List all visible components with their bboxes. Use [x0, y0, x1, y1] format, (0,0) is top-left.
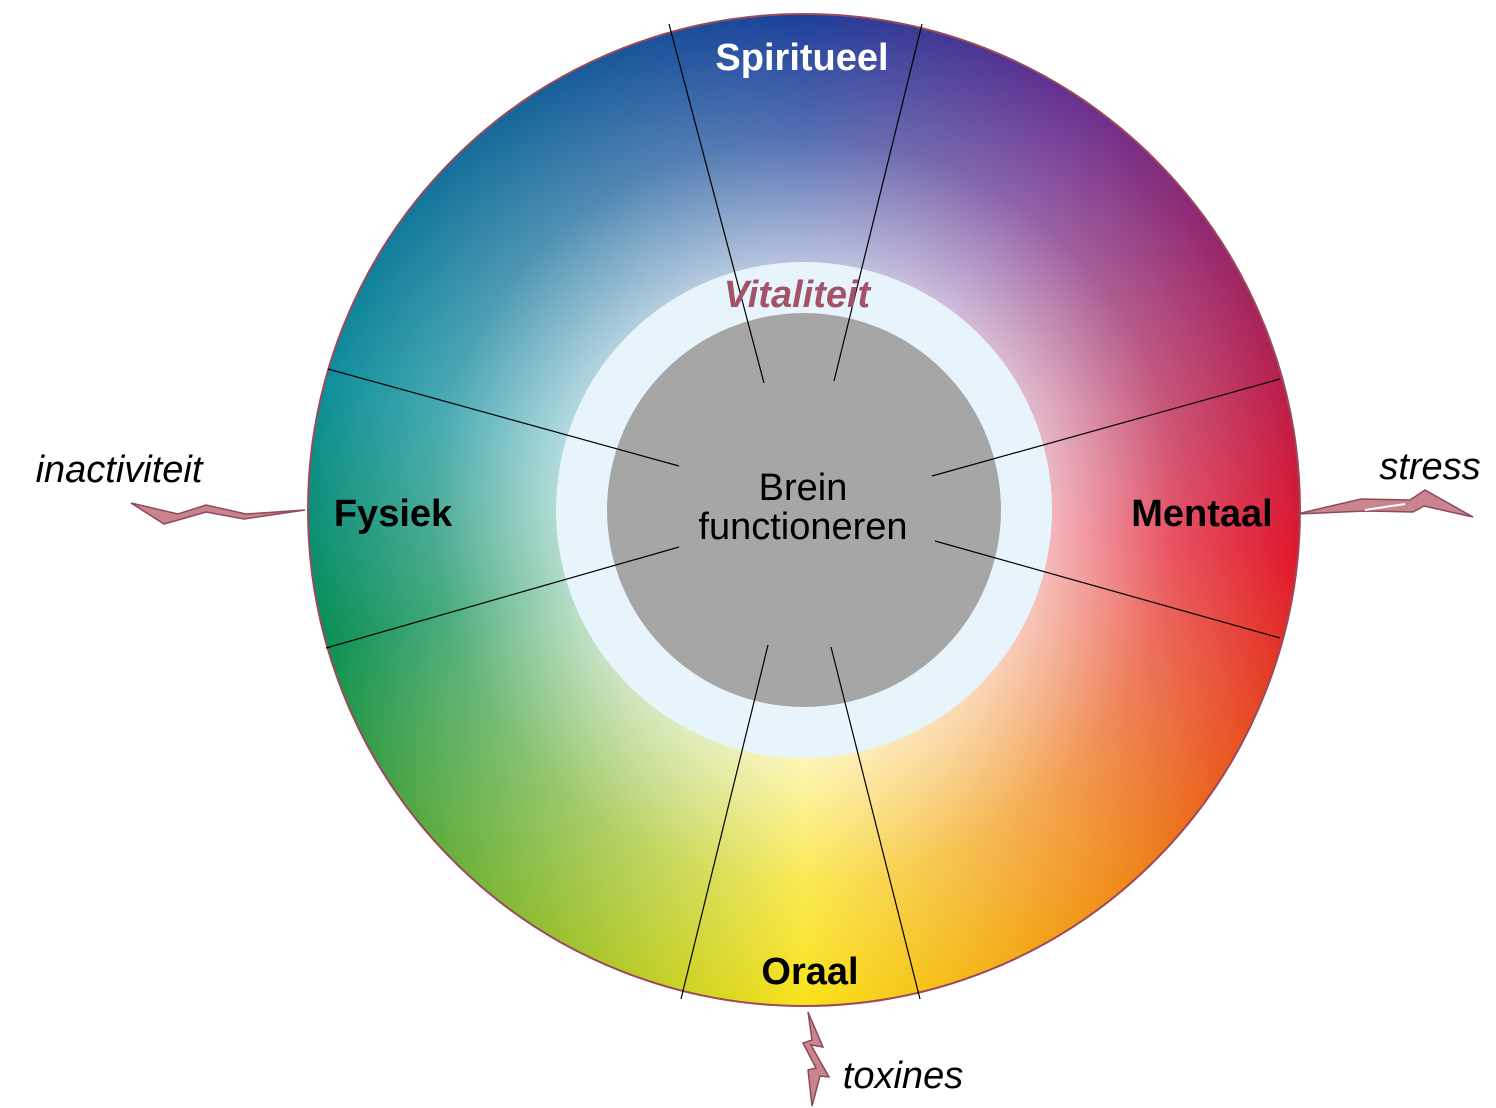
segment-dividers — [325, 23, 1281, 1000]
segment-label-spiritueel: Spiritueel — [715, 37, 888, 79]
divider-right-bottom — [934, 540, 1281, 639]
lightning-highlight-right — [1364, 503, 1406, 511]
wheel-border — [307, 13, 1301, 1007]
center-label-line1: Brein — [759, 467, 848, 509]
ring-label-vitaliteit: Vitaliteit — [724, 274, 872, 316]
divider-top-left — [668, 23, 765, 384]
brain-core — [607, 313, 1001, 707]
segment-label-fysiek: Fysiek — [334, 493, 453, 535]
center-label-line2: functioneren — [698, 506, 907, 548]
stressor-label-toxines: toxines — [843, 1055, 963, 1097]
divider-bottom-right — [830, 646, 921, 1000]
lightning-icon-left — [130, 502, 306, 525]
divider-left-bottom — [325, 546, 680, 649]
lightning-icon-right — [1296, 489, 1474, 518]
segment-label-oraal: Oraal — [761, 951, 858, 993]
divider-bottom-left — [680, 644, 769, 1000]
divider-right-top — [931, 378, 1281, 477]
stressor-label-stress: stress — [1379, 446, 1480, 488]
lightning-icon-bottom — [801, 1011, 831, 1107]
segment-label-mentaal: Mentaal — [1131, 493, 1272, 535]
divider-top-right — [833, 23, 923, 382]
divider-left-top — [327, 368, 680, 467]
stressor-label-inactiviteit: inactiviteit — [36, 449, 204, 491]
